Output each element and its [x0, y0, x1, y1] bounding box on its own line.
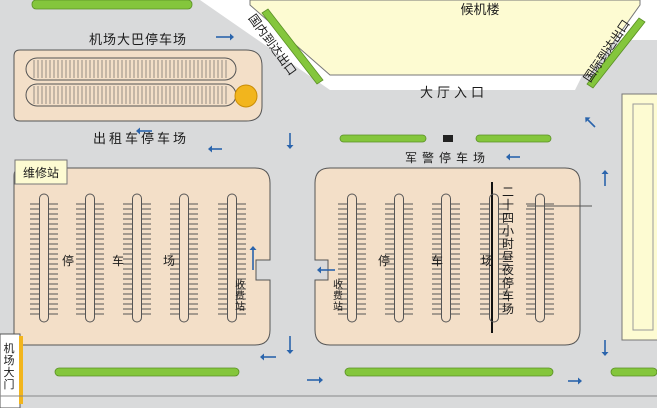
stall-aisle — [85, 193, 95, 323]
parking-left-char-3: 场 — [163, 254, 175, 268]
parking-lot-right — [314, 167, 581, 346]
direction-arrow-up — [249, 246, 257, 270]
direction-arrow-right — [307, 376, 323, 384]
police-grass-left — [339, 134, 427, 143]
bus-parking-label: 机场大巴停车场 — [89, 32, 187, 48]
direction-arrow-right — [568, 377, 582, 385]
parking-stalls — [30, 193, 554, 323]
direction-arrow-up — [601, 170, 609, 186]
grass-bottom-far — [610, 367, 657, 377]
grass-bottom-left — [54, 367, 240, 377]
stall-aisle — [535, 193, 545, 323]
parking-left-char-1: 停 — [62, 253, 74, 268]
grass-strip-top — [31, 0, 193, 10]
direction-arrow-left — [317, 266, 335, 274]
grass-bottom-right — [344, 367, 554, 377]
gate-bar — [19, 336, 23, 404]
direction-arrow-down — [286, 336, 294, 354]
stall-aisle — [132, 193, 142, 323]
parking-right-char-3: 场 — [481, 254, 493, 268]
stall-aisle — [489, 193, 499, 323]
terminal-label: 候机楼 — [460, 3, 499, 18]
direction-arrow-left — [506, 153, 520, 161]
grass-strip-intl — [586, 17, 646, 89]
hall-entrance-label: 大厅入口 — [420, 86, 488, 101]
bus-taxi-lot — [13, 49, 263, 122]
stall-aisle — [441, 193, 451, 323]
parking-right-char-2: 车 — [431, 253, 443, 268]
parking-24h-label: 二十四小时昼夜停车场 — [502, 185, 514, 316]
direction-arrow-right — [216, 33, 234, 41]
terminal-building — [249, 0, 641, 76]
direction-arrow-left — [136, 127, 152, 135]
parking-left-char-2: 车 — [112, 253, 124, 268]
taxi-parking-label: 出租车停车场 — [93, 131, 189, 147]
stall-aisle — [179, 193, 189, 323]
direction-arrow-down — [601, 340, 609, 356]
terminal-east-wing-inner — [632, 103, 654, 331]
repair-station-box — [14, 159, 68, 185]
stall-aisle — [394, 193, 404, 323]
police-parking-label: 军警停车场 — [405, 150, 490, 165]
location-marker — [234, 84, 258, 108]
toll-left-label: 收费站 — [235, 278, 245, 313]
stall-aisle — [39, 193, 49, 323]
repair-station-label: 维修站 — [23, 165, 59, 180]
bus-lane — [25, 57, 237, 81]
police-marker — [443, 135, 453, 142]
traffic-arrows — [136, 33, 609, 385]
bus-taxi-lanes — [25, 57, 237, 107]
direction-arrow-upleft — [585, 117, 596, 128]
police-grass-right — [475, 134, 552, 143]
direction-arrow-left — [208, 145, 222, 153]
terminal-east-wing — [621, 93, 657, 341]
grass-strip-domestic — [261, 8, 324, 85]
direction-arrow-left — [260, 353, 276, 361]
stall-aisle — [347, 193, 357, 323]
direction-arrow-down — [286, 133, 294, 149]
airport-gate-label: 机场大门 — [4, 341, 15, 391]
toll-right-label: 收费站 — [333, 278, 343, 313]
parking-right-char-1: 停 — [378, 253, 390, 268]
stall-aisle — [227, 193, 237, 323]
